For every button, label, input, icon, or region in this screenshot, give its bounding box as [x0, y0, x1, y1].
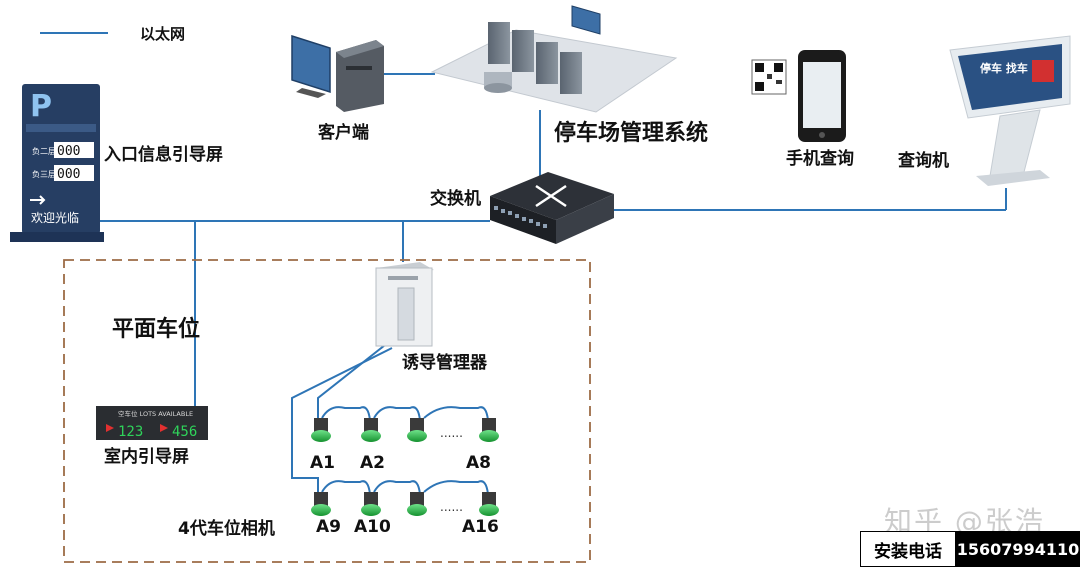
install-phone-box: 安装电话 15607994110 — [860, 531, 1080, 567]
indoor-screen-body — [96, 406, 208, 440]
management-system-label: 停车场管理系统 — [554, 120, 708, 146]
client-label: 客户端 — [317, 122, 369, 143]
guidance-manager-label: 诱导管理器 — [402, 352, 488, 373]
link-a2-a3 — [373, 406, 421, 421]
monitor-screen — [291, 34, 331, 94]
link-a1-a2 — [321, 406, 371, 421]
install-phone-label: 安装电话 — [860, 531, 956, 567]
qr-finder — [755, 63, 764, 72]
pc-tower-top — [336, 40, 384, 58]
cabinet-label — [388, 276, 418, 280]
arrow-right-icon — [160, 424, 168, 432]
ethernet-lines — [100, 73, 1007, 495]
entrance-screen: P 负二层 000 负三层 000 欢迎光临 — [10, 84, 104, 242]
entrance-screen-label: 入口信息引导屏 — [104, 144, 223, 165]
phone-screen — [803, 62, 841, 128]
arrow-left-icon — [106, 424, 114, 432]
server-rack — [560, 52, 582, 94]
camera-icon — [311, 418, 331, 442]
kiosk-screen-text: 停车 找车 — [980, 61, 1028, 75]
link-a10-a11 — [373, 480, 421, 495]
kiosk-base — [976, 170, 1050, 186]
camera-label-a1: A1 — [310, 453, 335, 473]
client-computer-icon — [291, 34, 384, 112]
kiosk-icon: 停车 找车 — [949, 35, 1071, 186]
qr-module — [767, 74, 772, 79]
parking-sign-icon: P — [30, 89, 52, 124]
indoor-value-right: 456 — [172, 424, 197, 440]
entrance-screen-banner — [26, 124, 96, 132]
indoor-screen-label: 室内引导屏 — [104, 446, 189, 467]
camera-icon — [479, 492, 499, 516]
qr-code-icon — [751, 59, 787, 95]
server-rack — [512, 30, 534, 72]
indoor-value-left: 123 — [118, 424, 143, 440]
server-rack — [536, 42, 558, 84]
switch-ports — [494, 206, 547, 228]
camera-icon — [479, 418, 499, 442]
zone-label: 平面车位 — [112, 316, 200, 342]
server-rack — [488, 22, 510, 64]
parking-zone-border — [63, 259, 591, 563]
arrow-right-icon — [30, 195, 46, 205]
row2-ellipsis: ...... — [440, 500, 463, 514]
camera-icon — [407, 418, 427, 442]
phone-label: 手机查询 — [786, 148, 854, 169]
monitor-stand — [296, 88, 326, 98]
database-base — [484, 83, 512, 93]
pc-tower — [336, 40, 384, 112]
camera-icon — [361, 418, 381, 442]
kiosk-label: 查询机 — [897, 150, 949, 171]
indoor-screen-header: 空车位 LOTS AVAILABLE — [118, 409, 193, 418]
switch-side — [556, 194, 614, 244]
qr-finder — [774, 63, 783, 72]
row2-label: 负三层 — [32, 169, 56, 179]
monitor-icon — [571, 5, 601, 35]
qr-finder — [755, 82, 764, 91]
camera-icon — [407, 492, 427, 516]
cabinet-panel — [397, 287, 415, 341]
camera-icon — [311, 492, 331, 516]
row1-display — [54, 142, 94, 158]
entrance-screen-base — [10, 232, 104, 242]
pc-drive-bay — [346, 66, 372, 70]
camera-label-a8: A8 — [466, 453, 491, 473]
legend: 以太网 — [40, 25, 185, 43]
link-a9-a10 — [321, 480, 371, 495]
phone-icon — [798, 50, 846, 142]
link-row2-end — [423, 480, 489, 495]
switch-arrows-icon — [535, 184, 567, 208]
link-row1-end — [423, 406, 489, 421]
row2-display — [54, 165, 94, 181]
legend-label: 以太网 — [140, 25, 185, 43]
camera-row-1: ...... A1 A2 A8 — [310, 418, 499, 473]
row1-ellipsis: ...... — [440, 426, 463, 440]
row2-digits: 000 — [57, 167, 80, 182]
camera-label-a16: A16 — [462, 517, 499, 537]
kiosk-screen-car — [1032, 60, 1054, 82]
camera-row-2: ...... A9 A10 A16 — [311, 492, 499, 537]
network-switch-icon — [490, 172, 614, 244]
server-cluster-icon — [430, 5, 678, 113]
switch-label: 交换机 — [430, 188, 481, 209]
line-manager-to-row2 — [291, 347, 393, 495]
install-phone-number: 15607994110 — [956, 531, 1080, 567]
camera-label-a9: A9 — [316, 517, 341, 537]
kiosk-pillar — [989, 109, 1041, 177]
row1-label: 负二层 — [32, 146, 56, 156]
row1-digits: 000 — [57, 144, 80, 159]
phone-home-button — [819, 132, 825, 138]
welcome-text: 欢迎光临 — [31, 210, 79, 225]
qr-module — [776, 80, 782, 84]
cameras-label: 4代车位相机 — [178, 518, 275, 539]
guidance-manager-icon — [375, 262, 434, 347]
camera-label-a2: A2 — [360, 453, 385, 473]
indoor-screen: 空车位 LOTS AVAILABLE 123 456 — [96, 406, 208, 440]
camera-label-a10: A10 — [354, 517, 391, 537]
camera-icon — [361, 492, 381, 516]
